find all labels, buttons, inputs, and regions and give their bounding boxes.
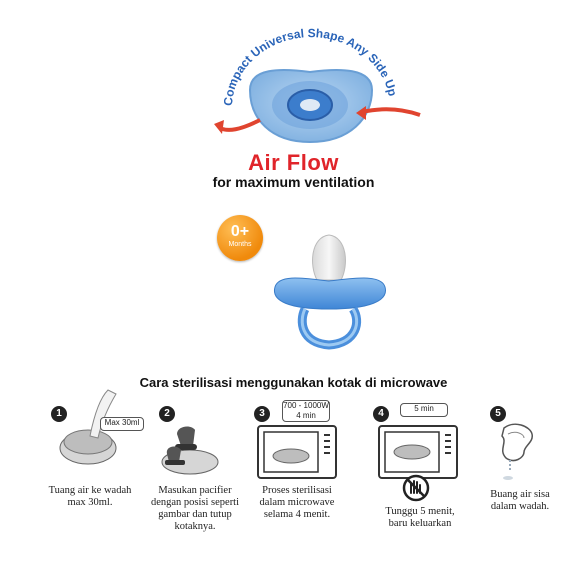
microwave-icon xyxy=(378,425,458,479)
step-3-number: 3 xyxy=(254,406,270,422)
section-title: Cara sterilisasi menggunakan kotak di mi… xyxy=(139,375,448,390)
step-1-illustration xyxy=(59,389,117,465)
step-2-caption-line-2: dengan posisi seperti xyxy=(150,497,240,508)
step-3-caption: Proses sterilisasi dalam microwave selam… xyxy=(242,485,352,521)
step-4-caption-line-1: Tunggu 5 menit, xyxy=(385,506,455,517)
step-2-caption-line-4: kotaknya. xyxy=(174,521,216,532)
step-3-callout-line-1: 700 - 1000W xyxy=(283,401,329,410)
step-3-caption-line-2: dalam microwave xyxy=(259,497,335,508)
step-3-callout: 700 - 1000W 4 min xyxy=(282,400,330,422)
step-3-caption-line-1: Proses sterilisasi xyxy=(262,485,332,496)
step-4-caption: Tunggu 5 menit, baru keluarkan xyxy=(365,506,475,530)
step-1-caption-line-2: max 30ml. xyxy=(67,497,113,508)
step-2-number: 2 xyxy=(159,406,175,422)
step-4-caption-line-2: baru keluarkan xyxy=(388,518,452,529)
step-3-callout-line-2: 4 min xyxy=(296,411,316,420)
step-4-callout: 5 min xyxy=(400,403,448,417)
microwave-icon xyxy=(257,425,337,479)
age-badge: 0+ Months xyxy=(217,215,263,261)
step-5-caption-line-1: Buang air sisa xyxy=(490,489,550,500)
step-5-illustration xyxy=(501,423,533,480)
step-5-number: 5 xyxy=(490,406,506,422)
left-arrow-icon xyxy=(219,118,261,132)
airflow-shield-graphic: Compact Universal Shape Any Side Up xyxy=(214,26,421,144)
step-5-caption: Buang air sisa dalam wadah. xyxy=(480,489,560,513)
airflow-title: Air Flow xyxy=(248,150,339,175)
right-arrow-icon xyxy=(361,107,421,117)
pacifier-image xyxy=(273,234,386,350)
step-2-caption-line-1: Masukan pacifier xyxy=(158,485,232,496)
age-badge-label: Months xyxy=(228,241,252,248)
age-badge-number: 0+ xyxy=(230,223,250,240)
step-1-number: 1 xyxy=(51,406,67,422)
step-1-caption-line-1: Tuang air ke wadah xyxy=(48,485,132,496)
step-1-callout: Max 30ml xyxy=(100,417,144,431)
step-2-illustration xyxy=(161,426,219,475)
step-3-caption-line-3: selama 4 menit. xyxy=(263,509,331,520)
no-hand-icon xyxy=(402,474,430,502)
airflow-subtitle: for maximum ventilation xyxy=(212,174,375,190)
step-5-caption-line-2: dalam wadah. xyxy=(490,501,550,512)
step-2-caption: Masukan pacifier dengan posisi seperti g… xyxy=(140,485,250,533)
step-1-caption: Tuang air ke wadah max 30ml. xyxy=(30,485,150,509)
step-4-number: 4 xyxy=(373,406,389,422)
step-2-caption-line-3: gambar dan tutup xyxy=(158,509,232,520)
